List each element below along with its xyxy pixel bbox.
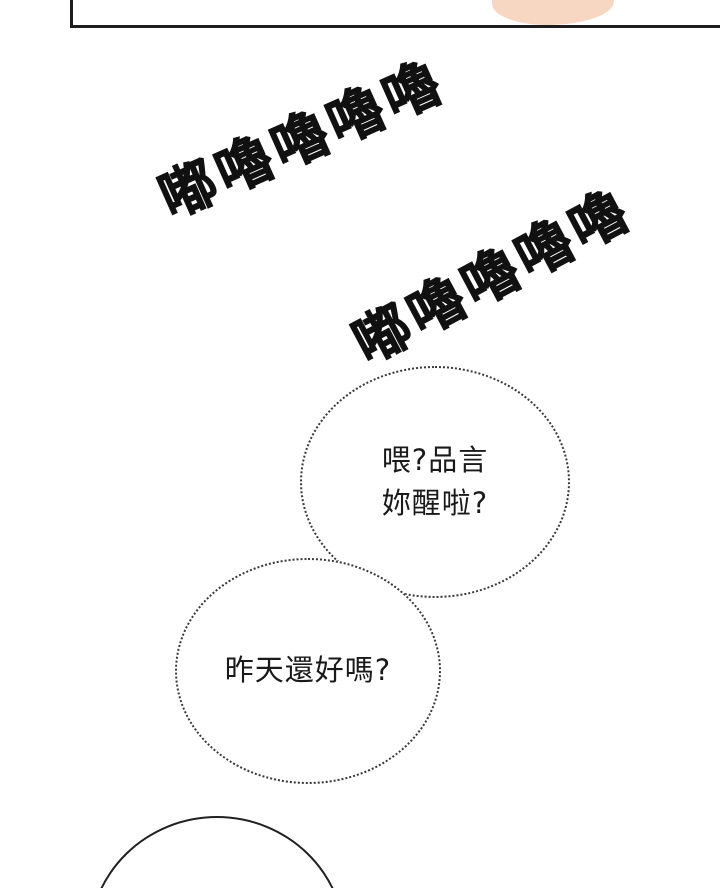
top-panel-border [70,0,720,28]
sfx-ringing-2: 嘟嚕嚕嚕嚕 [342,176,643,378]
speech-bubble-1: 喂?品言 妳醒啦? [300,366,570,598]
speech-bubble-2: 昨天還好嗎? [175,558,441,784]
speech-bubble-1-line-2: 妳醒啦? [381,486,489,520]
speech-bubble-2-line-1: 昨天還好嗎? [224,653,392,688]
sfx-ringing-1: 嘟嚕嚕嚕嚕 [149,48,456,232]
next-panel-bubble [88,816,346,888]
speech-bubble-1-line-1: 喂?品言 [381,442,489,477]
